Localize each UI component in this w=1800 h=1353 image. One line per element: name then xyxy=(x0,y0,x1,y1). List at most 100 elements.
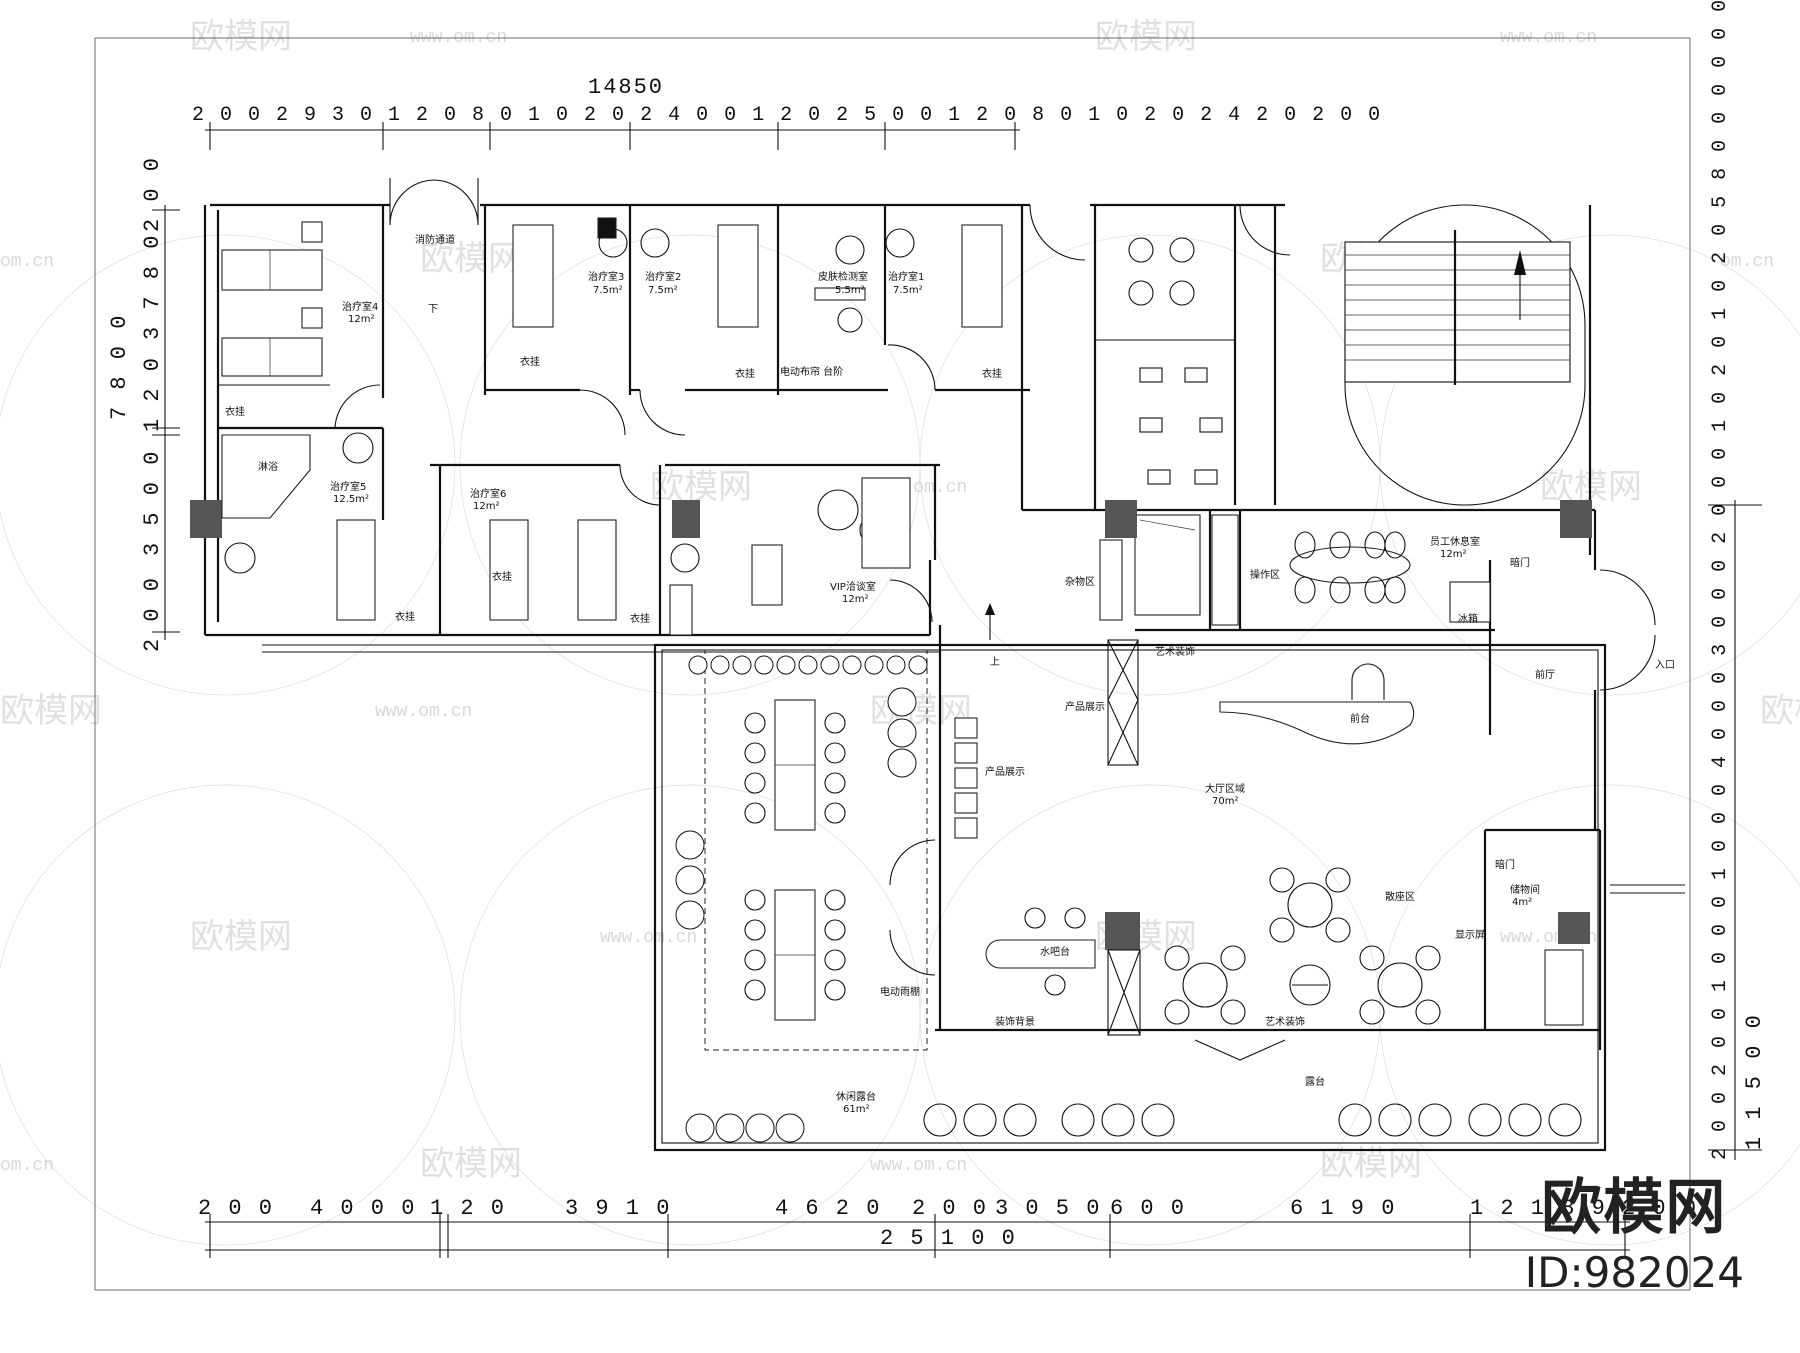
label-foyer: 前厅 xyxy=(1535,668,1555,681)
left-segment-dimension: 1 2 0 xyxy=(140,356,165,432)
label-leisure-terrace: 休闲露台 xyxy=(836,1090,876,1103)
bottom-segment-dimension: 2 0 0 xyxy=(198,1196,274,1221)
label-display-screen: 显示屏 xyxy=(1455,929,1485,941)
label-treatment-6: 治疗室6 xyxy=(470,487,506,500)
label-treatment-1-area: 7.5m² xyxy=(893,285,923,296)
label-lobby: 大厅区域 xyxy=(1205,782,1245,795)
label-product-display-2: 产品展示 xyxy=(985,765,1025,778)
bottom-segment-dimension: 3 9 1 0 xyxy=(565,1196,671,1221)
label-vip-area: 12m² xyxy=(842,594,868,605)
label-coat-2: 衣挂 xyxy=(520,355,540,368)
watermark-logo: 欧模网 xyxy=(420,1144,522,1184)
label-coat-3: 衣挂 xyxy=(735,367,755,380)
label-treatment-2: 治疗室2 xyxy=(645,270,681,283)
brand-id: ID:982024 xyxy=(1524,1248,1744,1297)
watermark-logo: 欧模网 xyxy=(650,467,752,507)
label-fire-door: 消防通道 xyxy=(415,233,455,246)
watermark-logo: 欧模网 xyxy=(190,917,292,957)
top-total-dimension: 14850 xyxy=(588,75,664,100)
label-cabinet: 电动布帘 台阶 xyxy=(780,365,843,378)
label-storage: 杂物区 xyxy=(1065,575,1095,588)
label-treatment-2-area: 7.5m² xyxy=(648,285,678,296)
label-skin-test: 皮肤检测室 xyxy=(818,270,868,283)
watermark-url: om.cn xyxy=(0,252,54,272)
label-seating: 散座区 xyxy=(1385,890,1415,903)
left-total-dimension: 7 8 0 0 xyxy=(107,314,132,420)
dimensions-right: 1 1 5 0 0 2 0 0 2 0 0 1 0 0 0 1 0 0 0 4 … xyxy=(1708,0,1767,1160)
label-treatment-3: 治疗室3 xyxy=(588,270,624,283)
left-segment-dimension: 3 7 8 0 xyxy=(140,234,165,340)
left-segment-dimension: 3 5 0 0 xyxy=(140,450,165,556)
doors xyxy=(334,178,1656,1061)
label-staff-lounge: 员工休息室 xyxy=(1430,535,1480,548)
label-storeroom: 储物间 xyxy=(1510,883,1540,896)
top-segment-dimensions: 2 0 0 2 9 3 0 1 2 0 8 0 1 0 2 0 2 4 0 0 … xyxy=(192,104,1382,127)
left-segment-dimension: 2 0 0 xyxy=(140,156,165,232)
left-segment-dimension: 2 0 0 xyxy=(140,576,165,652)
brand-logo: 欧模网 xyxy=(1541,1173,1728,1243)
right-segment-dimensions: 2 0 0 2 0 0 1 0 0 0 1 0 0 0 4 0 0 0 3 0 … xyxy=(1709,0,1732,1160)
label-treatment-5-area: 12.5m² xyxy=(333,494,369,505)
watermark-layer: 欧模网 www.om.cn 欧模网 www.om.cn 欧模网 om.cn 欧模… xyxy=(0,17,1800,1246)
label-coat-5: 衣挂 xyxy=(395,610,415,623)
bottom-segment-dimension: 4 0 0 0 xyxy=(310,1196,416,1221)
label-shower: 淋浴 xyxy=(258,460,278,473)
bottom-segment-dimension: 3 0 5 0 xyxy=(995,1196,1101,1221)
label-water-bar: 水吧台 xyxy=(1040,945,1070,958)
dimensions-left: 7 8 0 0 2 0 0 3 7 8 0 1 2 0 3 5 0 0 2 0 … xyxy=(107,156,180,652)
label-product-display: 产品展示 xyxy=(1065,700,1105,713)
label-treatment-3-area: 7.5m² xyxy=(593,285,623,296)
watermark-url: om.cn xyxy=(0,1156,54,1176)
label-treatment-4: 治疗室4 xyxy=(342,300,378,313)
label-stair-down: 下 xyxy=(428,304,438,315)
label-operation-area: 操作区 xyxy=(1250,568,1280,581)
label-treatment-1: 治疗室1 xyxy=(888,270,924,283)
dimensions-bottom: 2 0 0 4 0 0 0 1 2 0 3 9 1 0 4 6 2 0 2 0 … xyxy=(198,1196,1698,1258)
label-coat-1: 衣挂 xyxy=(225,405,245,418)
watermark-logo: 欧模网 xyxy=(190,17,292,57)
bottom-segment-dimension: 6 1 9 0 xyxy=(1290,1196,1396,1221)
label-coat-6: 衣挂 xyxy=(630,612,650,625)
label-art-decor: 艺术装饰 xyxy=(1155,645,1195,658)
watermark-url: www.om.cn xyxy=(600,928,697,948)
dimensions-top: 14850 2 0 0 2 9 3 0 1 2 0 8 0 1 0 2 0 2 … xyxy=(192,75,1382,150)
watermark-url: www.om.cn xyxy=(375,702,472,722)
label-dark-door: 暗门 xyxy=(1495,858,1515,871)
label-lobby-area: 70m² xyxy=(1212,796,1238,807)
watermark-logo: 欧模网 xyxy=(420,239,522,279)
label-coat-7: 衣挂 xyxy=(492,570,512,583)
drawing-frame xyxy=(94,37,1691,1291)
bottom-segment-dimension: 4 6 2 0 xyxy=(775,1196,881,1221)
furniture xyxy=(221,217,1685,1143)
watermark-url: om.cn xyxy=(1720,252,1774,272)
watermark-logo: 欧模网 xyxy=(1095,17,1197,57)
bottom-total-dimension: 2 5 1 0 0 xyxy=(880,1226,1017,1251)
bottom-segment-dimension: 6 0 0 xyxy=(1110,1196,1186,1221)
bottom-segment-dimension: 1 2 1 8 9 2 0 0 xyxy=(1470,1196,1698,1221)
right-total-dimension: 1 1 5 0 0 xyxy=(1742,1013,1767,1150)
watermark-logo: 欧模网 xyxy=(1760,691,1800,731)
label-stair-up: 上 xyxy=(990,656,1000,668)
label-entrance: 入口 xyxy=(1655,660,1675,671)
label-treatment-5: 治疗室5 xyxy=(330,480,366,493)
building-walls xyxy=(190,203,1607,1152)
label-vip: VIP洽谈室 xyxy=(830,580,876,593)
label-fridge: 冰箱 xyxy=(1458,612,1478,625)
label-motorized-awning: 电动雨棚 xyxy=(880,985,920,998)
brand-mark: 欧模网 ID:982024 xyxy=(1525,1159,1744,1297)
label-skin-test-area: 5.5m² xyxy=(835,285,865,296)
label-dark-door-2: 暗门 xyxy=(1510,556,1530,569)
bottom-segment-dimension: 2 0 0 xyxy=(912,1196,988,1221)
label-staff-lounge-area: 12m² xyxy=(1440,549,1466,560)
label-treatment-6-area: 12m² xyxy=(473,501,499,512)
label-front-desk: 前台 xyxy=(1350,712,1370,725)
label-treatment-4-area: 12m² xyxy=(348,314,374,325)
label-storeroom-area: 4m² xyxy=(1512,897,1532,908)
watermark-url: www.om.cn xyxy=(870,1156,967,1176)
label-art-decor-2: 艺术装饰 xyxy=(1265,1015,1305,1028)
bottom-segment-dimension: 1 2 0 xyxy=(430,1196,506,1221)
label-decor-wall: 装饰背景 xyxy=(995,1015,1035,1028)
label-coat-4: 衣挂 xyxy=(982,367,1002,380)
watermark-logo: 欧模网 xyxy=(0,691,102,731)
